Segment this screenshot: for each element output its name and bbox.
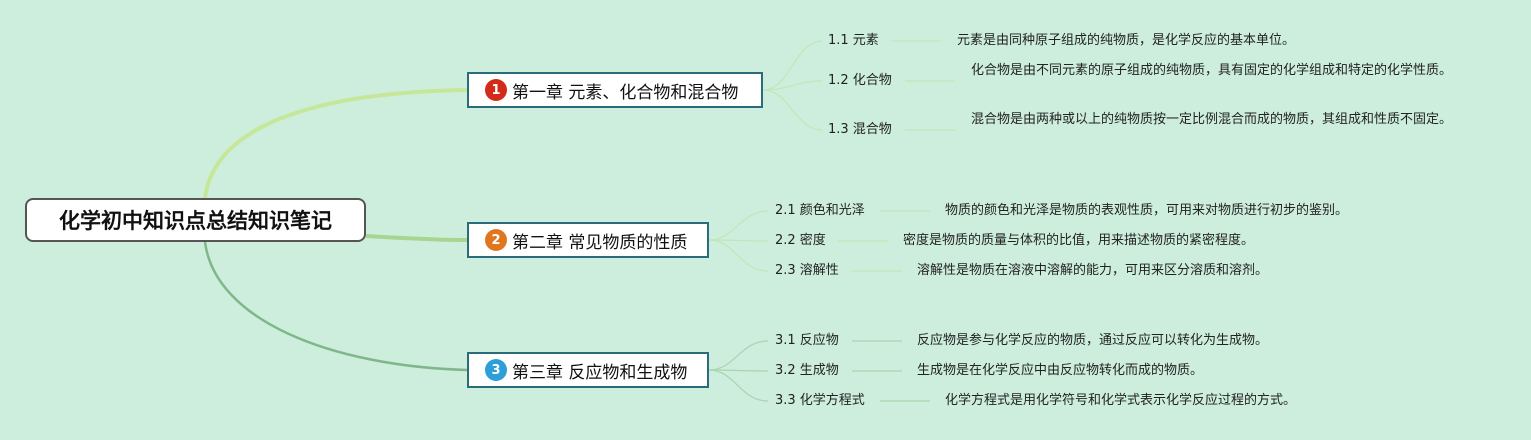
topic-3-3[interactable]: 3.3 化学方程式 <box>775 393 865 408</box>
topic-3-2[interactable]: 3.2 生成物 <box>775 363 839 378</box>
topic-1-2-desc: 化合物是由不同元素的原子组成的纯物质，具有固定的化学组成和特定的化学性质。 <box>971 63 1453 78</box>
topic-1-1-desc: 元素是由同种原子组成的纯物质，是化学反应的基本单位。 <box>957 33 1296 48</box>
chapter-2-title: 第二章 常见物质的性质 <box>512 232 688 253</box>
topic-2-2[interactable]: 2.2 密度 <box>775 233 826 248</box>
topic-1-1[interactable]: 1.1 元素 <box>828 33 879 48</box>
chapter-2-node[interactable]: 2 第二章 常见物质的性质 <box>467 222 709 258</box>
sub-line-3-1 <box>708 340 769 371</box>
chapter-3-node[interactable]: 3 第三章 反应物和生成物 <box>467 352 709 388</box>
topic-2-3-desc: 溶解性是物质在溶液中溶解的能力，可用来区分溶质和溶剂。 <box>917 263 1269 278</box>
number-1-icon: 1 <box>485 79 507 101</box>
topic-3-1[interactable]: 3.1 反应物 <box>775 333 839 348</box>
chapter-3-title: 第三章 反应物和生成物 <box>512 362 688 383</box>
sub-line-2-3 <box>708 239 769 272</box>
sub-line-1-1 <box>762 40 823 91</box>
sub-line-3-3 <box>708 369 769 402</box>
number-3-icon: 3 <box>485 359 507 381</box>
branch-line-chapter-3 <box>203 241 468 372</box>
topic-2-2-desc: 密度是物质的质量与体积的比值，用来描述物质的紧密程度。 <box>903 233 1255 248</box>
sub-line-2-1 <box>708 210 769 241</box>
topic-1-2[interactable]: 1.2 化合物 <box>828 73 892 88</box>
topic-1-3[interactable]: 1.3 混合物 <box>828 122 892 137</box>
topic-3-3-desc: 化学方程式是用化学符号和化学式表示化学反应过程的方式。 <box>945 393 1297 408</box>
topic-1-3-desc: 混合物是由两种或以上的纯物质按一定比例混合而成的物质，其组成和性质不固定。 <box>971 112 1453 127</box>
chapter-1-node[interactable]: 1 第一章 元素、化合物和混合物 <box>467 72 763 108</box>
root-topic[interactable]: 化学初中知识点总结知识笔记 <box>25 198 366 242</box>
branch-line-chapter-2 <box>365 234 468 242</box>
root-title: 化学初中知识点总结知识笔记 <box>59 209 332 233</box>
sub-line-1-2 <box>762 80 823 91</box>
topic-2-1[interactable]: 2.1 颜色和光泽 <box>775 203 865 218</box>
sub-line-1-3 <box>762 89 823 131</box>
chapter-1-title: 第一章 元素、化合物和混合物 <box>512 82 739 103</box>
number-2-icon: 2 <box>485 229 507 251</box>
topic-2-1-desc: 物质的颜色和光泽是物质的表观性质，可用来对物质进行初步的鉴别。 <box>945 203 1349 218</box>
topic-3-1-desc: 反应物是参与化学反应的物质，通过反应可以转化为生成物。 <box>917 333 1269 348</box>
topic-2-3[interactable]: 2.3 溶解性 <box>775 263 839 278</box>
branch-line-chapter-1 <box>203 88 468 199</box>
topic-3-2-desc: 生成物是在化学反应中由反应物转化而成的物质。 <box>917 363 1204 378</box>
